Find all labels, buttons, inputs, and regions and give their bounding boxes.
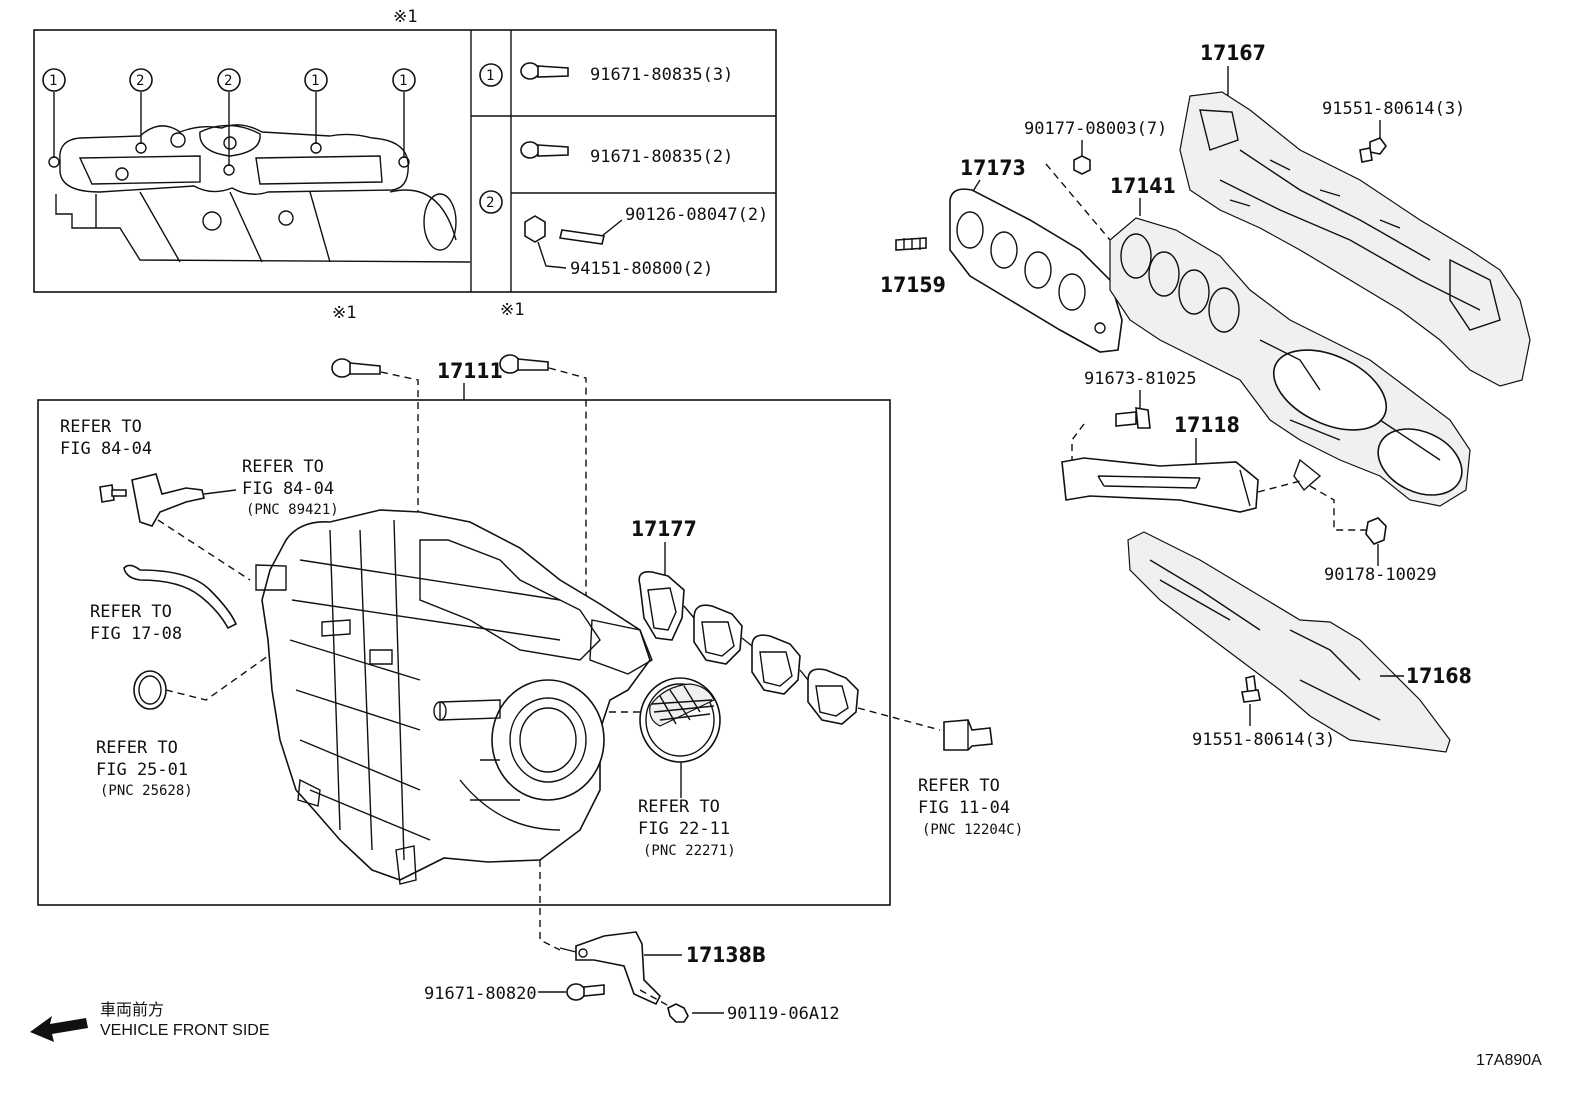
callout-2b: 2 xyxy=(224,73,232,89)
part-17167: 17167 xyxy=(1200,41,1266,65)
heat-insulator-17168-icon xyxy=(1127,531,1451,753)
ref-5-line2: FIG 22-11 xyxy=(638,819,730,839)
intake-frame xyxy=(37,399,891,906)
inset-callouts: 1 2 2 1 1 xyxy=(42,68,416,176)
heat-insulator-17167-icon xyxy=(1179,91,1531,387)
part-17138B: 17138B xyxy=(686,943,766,967)
inset-panel: ※1 1 2 xyxy=(33,7,777,293)
stud-icon xyxy=(895,237,927,251)
inset-legend: 1 91671-80835(3) 2 91671-80835(2) 90126-… xyxy=(479,62,768,279)
part-91673-81025: 91673-81025 xyxy=(1084,369,1197,389)
legend-part-90126-08047: 90126-08047(2) xyxy=(625,205,768,225)
ref-2-line1: REFER TO xyxy=(242,457,324,477)
ref-2-line3: (PNC 89421) xyxy=(246,502,339,518)
bolt-icon xyxy=(520,62,569,80)
nut-icon xyxy=(524,215,567,269)
part-91671-80820: 91671-80820 xyxy=(424,984,537,1004)
ref-6-line3: (PNC 12204C) xyxy=(922,822,1023,838)
injector-icon xyxy=(943,719,993,751)
inset-marker: ※1 xyxy=(393,7,417,27)
part-90119-06A12: 90119-06A12 xyxy=(727,1004,840,1024)
bolt-icon xyxy=(520,141,569,159)
bolt-icon xyxy=(667,1003,689,1023)
bolt-icon xyxy=(1359,137,1387,163)
bolt-icon xyxy=(331,358,381,378)
part-17173: 17173 xyxy=(960,156,1026,180)
ref-5-line3: (PNC 22271) xyxy=(643,843,736,859)
marker-right: ※1 xyxy=(500,300,524,320)
vehicle-front-arrow xyxy=(30,1016,88,1042)
callout-2a: 2 xyxy=(136,73,144,89)
ref-3-line2: FIG 17-08 xyxy=(90,624,182,644)
direction-jp: 車両前方 xyxy=(100,1001,164,1019)
hose-icon xyxy=(123,564,238,630)
part-90178-10029: 90178-10029 xyxy=(1324,565,1437,585)
legend-num-2: 2 xyxy=(486,195,494,211)
bolt-icon xyxy=(499,354,549,374)
part-91551-80614-bot: 91551-80614(3) xyxy=(1192,730,1335,750)
ref-4-line3: (PNC 25628) xyxy=(100,783,193,799)
intake-manifold-group: 17111 ※1 ※1 REFER TO FIG 84-04 REFER TO … xyxy=(37,300,941,906)
bolt-icon xyxy=(1115,407,1151,429)
callout-1a: 1 xyxy=(49,73,57,89)
legend-part-94151-80800: 94151-80800(2) xyxy=(570,259,713,279)
bracket-17138b-icon xyxy=(559,931,661,1006)
bolt-icon xyxy=(566,983,605,1001)
inset-frame xyxy=(33,29,777,293)
part-91551-80614-top: 91551-80614(3) xyxy=(1322,99,1465,119)
ref-1-line2: FIG 84-04 xyxy=(60,439,152,459)
legend-part-91671-80835-2: 91671-80835(2) xyxy=(590,147,733,167)
part-17168: 17168 xyxy=(1406,664,1472,688)
diagram-id: 17A890A xyxy=(1476,1052,1542,1069)
ref-3-line1: REFER TO xyxy=(90,602,172,622)
ref-4-line1: REFER TO xyxy=(96,738,178,758)
gasket-17177-icon xyxy=(638,570,859,725)
bolt-icon xyxy=(1241,675,1261,703)
legend-num-1: 1 xyxy=(486,68,494,84)
marker-left: ※1 xyxy=(332,303,356,323)
callout-1c: 1 xyxy=(399,73,407,89)
exhaust-manifold-17141-icon xyxy=(1109,217,1471,507)
ref-6-line1: REFER TO xyxy=(918,776,1000,796)
part-17118: 17118 xyxy=(1174,413,1240,437)
ref-5-line1: REFER TO xyxy=(638,797,720,817)
throttle-gasket-icon xyxy=(639,677,721,763)
exhaust-gasket-17173-icon xyxy=(949,188,1123,353)
ref-6-line2: FIG 11-04 xyxy=(918,798,1010,818)
callout-1b: 1 xyxy=(311,73,319,89)
nut-icon xyxy=(1365,517,1387,545)
part-17177: 17177 xyxy=(631,517,697,541)
ref-4-line2: FIG 25-01 xyxy=(96,760,188,780)
direction-en: VEHICLE FRONT SIDE xyxy=(100,1022,270,1039)
ref-1-line1: REFER TO xyxy=(60,417,142,437)
part-17159: 17159 xyxy=(880,273,946,297)
part-90177-08003: 90177-08003(7) xyxy=(1024,119,1167,139)
part-17141: 17141 xyxy=(1110,174,1176,198)
manifold-stay-17118-icon xyxy=(1061,457,1259,513)
intake-flange-sketch xyxy=(55,124,471,263)
ref-2-line2: FIG 84-04 xyxy=(242,479,334,499)
sensor-icon xyxy=(99,473,237,527)
nut-icon xyxy=(1073,155,1091,175)
intake-manifold-body xyxy=(255,509,653,885)
legend-part-91671-80835-3: 91671-80835(3) xyxy=(590,65,733,85)
exhaust-group: 17167 91551-80614(3) 90177-08003(7) 1717… xyxy=(880,41,1531,753)
part-17111: 17111 xyxy=(437,359,503,383)
stud-icon xyxy=(559,219,623,245)
